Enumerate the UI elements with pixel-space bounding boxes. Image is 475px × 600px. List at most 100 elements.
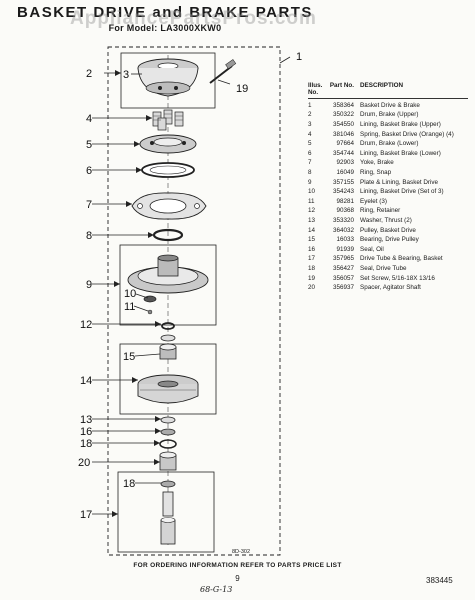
parts-row: 3 354550 Lining, Basket Brake (Upper) [308, 121, 468, 128]
description-cell: Eyelet (3) [360, 197, 387, 205]
illus-cell: 2 [308, 111, 312, 119]
parts-row: 14 364032 Pulley, Basket Drive [308, 227, 468, 234]
description-header: DESCRIPTION [360, 82, 404, 89]
part-number-cell: 350322 [332, 111, 354, 119]
illus-cell: 14 [308, 226, 316, 234]
ordering-footer: FOR ORDERING INFORMATION REFER TO PARTS … [133, 562, 342, 569]
parts-row: 2 350322 Drum, Brake (Upper) [308, 111, 468, 118]
parts-list-header: Illus. No. Part No. DESCRIPTION [308, 82, 468, 99]
part-number-cell: 98281 [336, 197, 354, 205]
callout-10: 10 [124, 288, 136, 300]
illus-cell: 6 [308, 149, 312, 157]
callout-19: 19 [236, 83, 248, 95]
callout-12: 12 [80, 319, 92, 331]
handwritten-code: 68-G-13 [200, 585, 233, 594]
page-number: 9 [235, 574, 240, 583]
description-cell: Plate & Lining, Basket Drive [360, 178, 439, 186]
illus-cell: 9 [308, 178, 312, 186]
parts-row: 16 91939 Seal, Oil [308, 246, 468, 253]
parts-row: 15 16033 Bearing, Drive Pulley [308, 236, 468, 243]
callout-7: 7 [86, 199, 92, 211]
callout-14: 14 [80, 375, 92, 387]
callout-17: 17 [80, 509, 92, 521]
part-number-cell: 356937 [332, 284, 354, 292]
part-number-cell: 16033 [336, 236, 354, 244]
part-number-cell: 97664 [336, 140, 354, 148]
illus-cell: 17 [308, 255, 316, 263]
callout-6: 6 [86, 165, 92, 177]
callout-13: 13 [80, 414, 92, 426]
description-cell: Spring, Basket Drive (Orange) (4) [360, 130, 454, 138]
description-cell: Seal, Oil [360, 245, 384, 253]
callout-18: 18 [80, 438, 92, 450]
callout-8: 8 [86, 230, 92, 242]
parts-row: 17 357965 Drive Tube & Bearing, Basket [308, 255, 468, 262]
illus-cell: 7 [308, 159, 312, 167]
part-number-cell: 354744 [332, 149, 354, 157]
part-number-cell: 353320 [332, 216, 354, 224]
part-number-cell: 354550 [332, 121, 354, 128]
part-number-cell: 357965 [332, 255, 354, 263]
description-cell: Set Screw, 5/16-18X 13/16 [360, 274, 435, 282]
illus-cell: 12 [308, 207, 316, 215]
illus-cell: 13 [308, 216, 316, 224]
description-cell: Yoke, Brake [360, 159, 394, 167]
description-cell: Seal, Drive Tube [360, 264, 407, 272]
callout-9: 9 [86, 279, 92, 291]
callout-11: 11 [124, 301, 135, 313]
description-cell: Spacer, Agitator Shaft [360, 284, 421, 292]
description-cell: Lining, Basket Brake (Lower) [360, 149, 441, 157]
page-title: BASKET DRIVE and BRAKE PARTS [17, 4, 313, 21]
callout-15: 15 [123, 351, 135, 363]
illus-cell: 8 [308, 168, 312, 176]
description-cell: Pulley, Basket Drive [360, 226, 416, 234]
part-number-cell: 364032 [332, 226, 354, 234]
callout-5: 5 [86, 139, 92, 151]
part-number-cell: 354243 [332, 188, 354, 196]
description-cell: Bearing, Drive Pulley [360, 236, 419, 244]
callout-3: 3 [123, 69, 129, 81]
illus-cell: 19 [308, 274, 316, 282]
description-cell: Washer, Thrust (2) [360, 216, 412, 224]
diagram-code: 8D-302 [232, 549, 251, 555]
description-cell: Ring, Snap [360, 168, 392, 176]
illus-cell: 11 [308, 197, 315, 205]
part-number-cell: 91939 [336, 245, 354, 253]
parts-row: 7 92903 Yoke, Brake [308, 159, 468, 166]
part-number-cell: 92903 [336, 159, 354, 167]
illus-cell: 3 [308, 121, 312, 128]
parts-row: 20 356937 Spacer, Agitator Shaft [308, 284, 468, 291]
part-number-cell: 358364 [332, 101, 354, 109]
callout-16: 16 [80, 426, 92, 438]
part-number-cell: 16049 [336, 168, 354, 176]
part-number-cell: 357155 [332, 178, 354, 186]
parts-row: 11 98281 Eyelet (3) [308, 198, 468, 205]
watermark: AppliancePartsPros.com [70, 8, 317, 29]
description-cell: Ring, Retainer [360, 207, 401, 215]
model-subtitle: For Model: LA3000XKW0 [108, 23, 222, 33]
description-cell: Drum, Brake (Upper) [360, 111, 419, 119]
parts-row: 6 354744 Lining, Basket Brake (Lower) [308, 150, 468, 157]
illus-cell: 20 [308, 284, 316, 292]
callout-18-group: 18 [123, 478, 135, 490]
description-cell: Drum, Brake (Lower) [360, 140, 419, 148]
description-cell: Lining, Basket Brake (Upper) [360, 121, 441, 128]
callout-20: 20 [78, 457, 90, 469]
illus-cell: 16 [308, 245, 316, 253]
description-cell: Lining, Basket Drive (Set of 3) [360, 188, 444, 196]
document-number: 383445 [426, 576, 453, 585]
illus-cell: 15 [308, 236, 316, 244]
description-cell: Drive Tube & Bearing, Basket [360, 255, 443, 263]
part-number-cell: 356427 [332, 264, 354, 272]
callout-2: 2 [86, 68, 92, 80]
parts-row: 8 16049 Ring, Snap [308, 169, 468, 176]
